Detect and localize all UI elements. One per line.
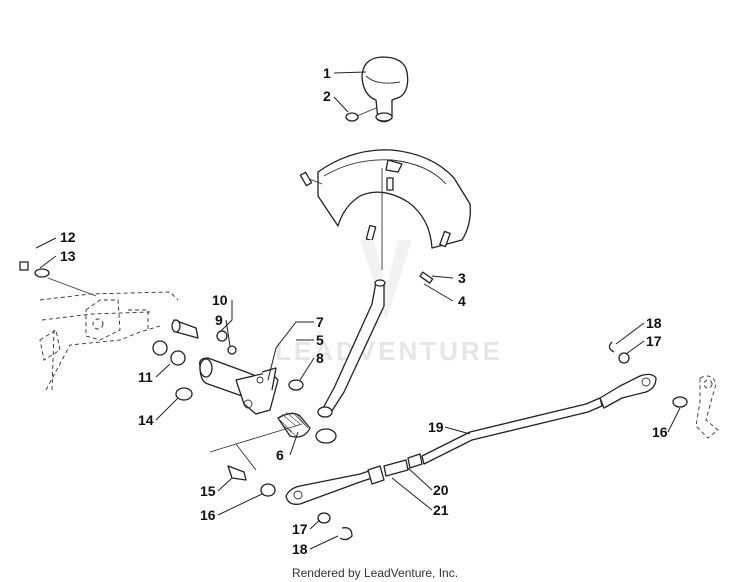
callout-13: 13: [60, 248, 76, 264]
bolt-and-washer: [19, 261, 50, 278]
callout-16-right: 16: [652, 424, 668, 440]
clip-18-lower: [339, 527, 353, 541]
callout-19: 19: [428, 419, 444, 435]
callout-1: 1: [323, 65, 331, 81]
callout-20: 20: [433, 482, 449, 498]
callout-5: 5: [316, 332, 324, 348]
return-spring: [277, 411, 337, 444]
callout-18-right: 18: [646, 315, 662, 331]
pivot-bolt: [171, 319, 199, 339]
bushing-17-right: [618, 352, 630, 364]
callout-11: 11: [138, 369, 153, 385]
shift-rod: [285, 373, 657, 505]
set-screw: [345, 107, 377, 122]
callout-10: 10: [212, 292, 228, 308]
callout-9: 9: [215, 312, 223, 328]
callout-16-lower: 16: [200, 507, 216, 523]
nut-8: [288, 379, 304, 391]
bellcrank-arm: [695, 375, 719, 439]
shift-shaft: [199, 357, 279, 415]
leader-lines: [35, 71, 681, 550]
leader-detail-line: [235, 423, 303, 445]
locknut: [216, 330, 237, 355]
callout-4: 4: [458, 293, 466, 309]
shift-console-cover: [299, 149, 471, 270]
pin: [419, 271, 434, 284]
callout-17-right: 17: [646, 333, 662, 349]
callout-15: 15: [200, 483, 216, 499]
callout-6: 6: [276, 447, 284, 463]
washer-16-right: [672, 396, 688, 408]
footer-credit: Rendered by LeadVenture, Inc.: [291, 566, 459, 580]
washer-16-lower: [260, 483, 276, 497]
callout-2: 2: [323, 88, 331, 104]
shift-lever: [317, 279, 386, 418]
callout-14: 14: [138, 412, 154, 428]
detail-bracket-line: [209, 443, 257, 471]
grease-fitting: [227, 465, 247, 481]
shift-knob: [361, 56, 409, 123]
washer-14: [175, 387, 193, 401]
watermark-emblem: [360, 240, 412, 320]
callout-12: 12: [60, 229, 76, 245]
callout-17-lower: 17: [292, 521, 308, 537]
callout-labels: 1 2 3 4 5 6 7 8 9 10 11 12 13 14 15 16 1…: [60, 65, 668, 557]
clip-18-right: [608, 341, 615, 353]
callout-3: 3: [458, 270, 466, 286]
callout-18-lower: 18: [292, 541, 308, 557]
callout-8: 8: [316, 350, 324, 366]
o-rings: [152, 340, 186, 366]
frame-bracket: [39, 277, 179, 391]
callout-7: 7: [316, 314, 324, 330]
bushing-17-lower: [317, 512, 331, 524]
callout-21: 21: [433, 502, 449, 518]
